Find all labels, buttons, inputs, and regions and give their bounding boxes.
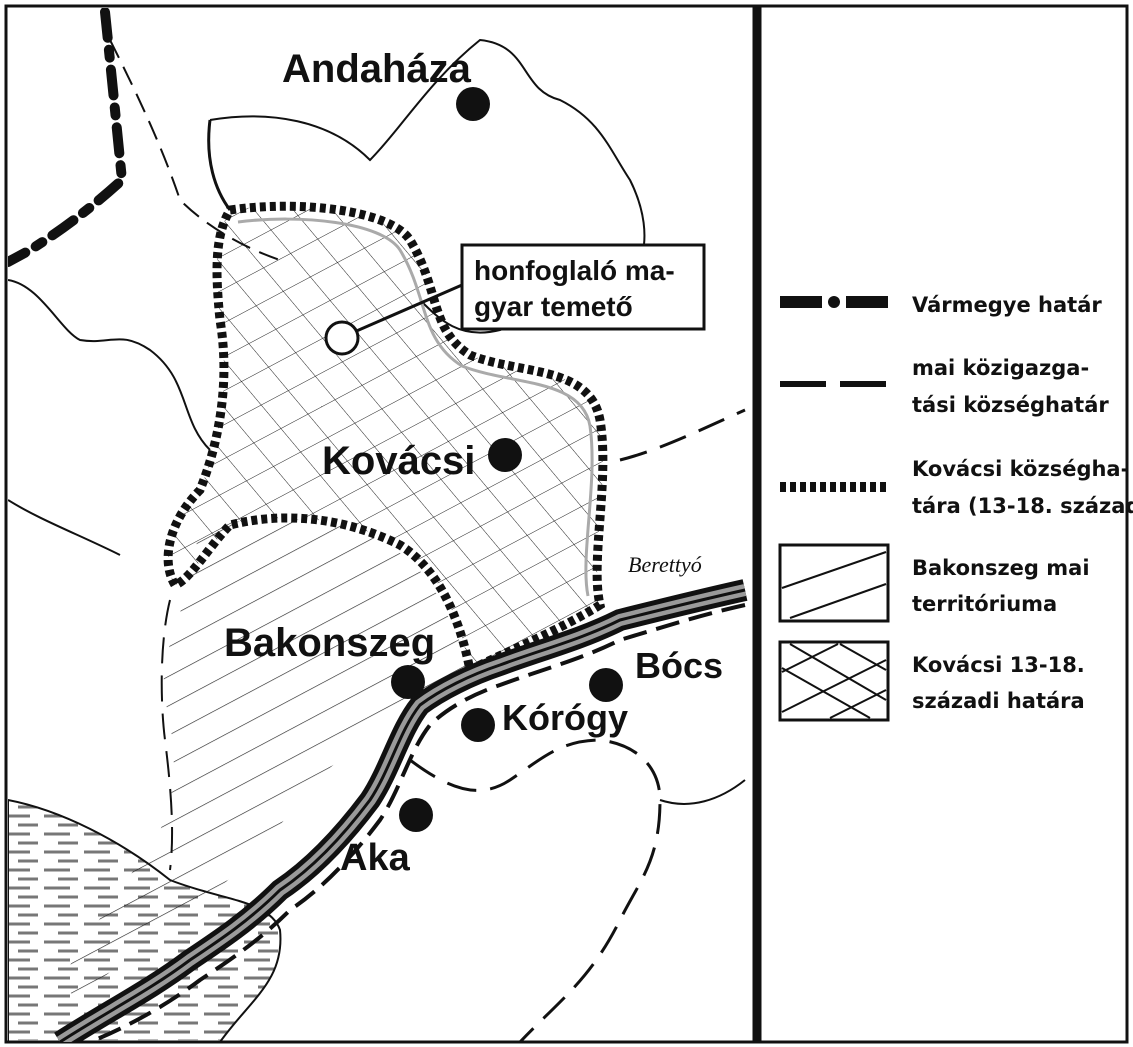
settlement-dot-bakonszeg xyxy=(391,665,425,699)
legend-label-bakonszeg-2: territóriuma xyxy=(912,592,1057,616)
legend-label-admin-1: mai közigazga- xyxy=(912,356,1089,380)
legend-item-kovacsi-boundary: Kovácsi községha- tára (13-18. század) xyxy=(780,457,1133,518)
east-admin-boundary xyxy=(619,408,746,462)
legend-label-county: Vármegye határ xyxy=(912,293,1102,317)
callout-line-1: honfoglaló ma- xyxy=(474,255,675,286)
bakonszeg-west-boundary xyxy=(160,599,174,871)
kovacsi-inner-line xyxy=(237,217,594,597)
west-boundary xyxy=(8,499,121,556)
legend: Vármegye határ mai közigazga- tási közsé… xyxy=(778,293,1133,722)
bakonszeg-territory xyxy=(60,519,470,1000)
callout-line-2: gyar temető xyxy=(474,291,633,322)
legend-label-admin-2: tási községhatár xyxy=(912,393,1109,417)
legend-label-kovacsi-area-1: Kovácsi 13-18. xyxy=(912,653,1085,677)
kovacsi-historic-area xyxy=(168,206,603,670)
label-korogy: Kórógy xyxy=(502,697,628,738)
cemetery-marker xyxy=(324,320,360,356)
label-bakonszeg: Bakonszeg xyxy=(224,621,435,665)
legend-item-county: Vármegye határ xyxy=(780,293,1102,317)
legend-label-kovacsi-1: Kovácsi községha- xyxy=(912,457,1129,481)
callout-leader-line xyxy=(344,283,463,338)
label-andahaza: Andaháza xyxy=(282,47,472,91)
label-aka: Aka xyxy=(340,837,411,879)
settlement-dot-andahaza xyxy=(456,87,490,121)
label-kovacsi: Kovácsi xyxy=(322,439,475,483)
county-border xyxy=(8,8,128,267)
legend-item-bakonszeg: Bakonszeg mai territóriuma xyxy=(778,543,1090,623)
label-bocs: Bócs xyxy=(635,645,723,686)
legend-item-kovacsi-area: Kovácsi 13-18. századi határa xyxy=(778,640,1085,722)
settlement-dot-bocs xyxy=(589,668,623,702)
legend-item-admin: mai közigazga- tási községhatár xyxy=(780,356,1109,417)
river-berettyo xyxy=(54,579,748,1042)
south-admin-boundary xyxy=(409,738,662,1042)
northwest-boundary xyxy=(109,39,281,261)
legend-label-bakonszeg-1: Bakonszeg mai xyxy=(912,556,1090,580)
callout-box xyxy=(460,243,706,331)
southeast-boundary xyxy=(659,779,746,805)
settlement-dot-aka xyxy=(399,798,433,832)
settlement-dot-kovacsi xyxy=(488,438,522,472)
kovacsi-historic-boundary xyxy=(163,201,608,677)
settlement-dot-korogy xyxy=(461,708,495,742)
label-river: Berettyó xyxy=(628,552,702,577)
legend-label-kovacsi-area-2: századi határa xyxy=(912,689,1085,713)
thin-boundary xyxy=(8,279,211,451)
legend-label-kovacsi-2: tára (13-18. század) xyxy=(912,494,1133,518)
north-boundary xyxy=(207,119,232,211)
